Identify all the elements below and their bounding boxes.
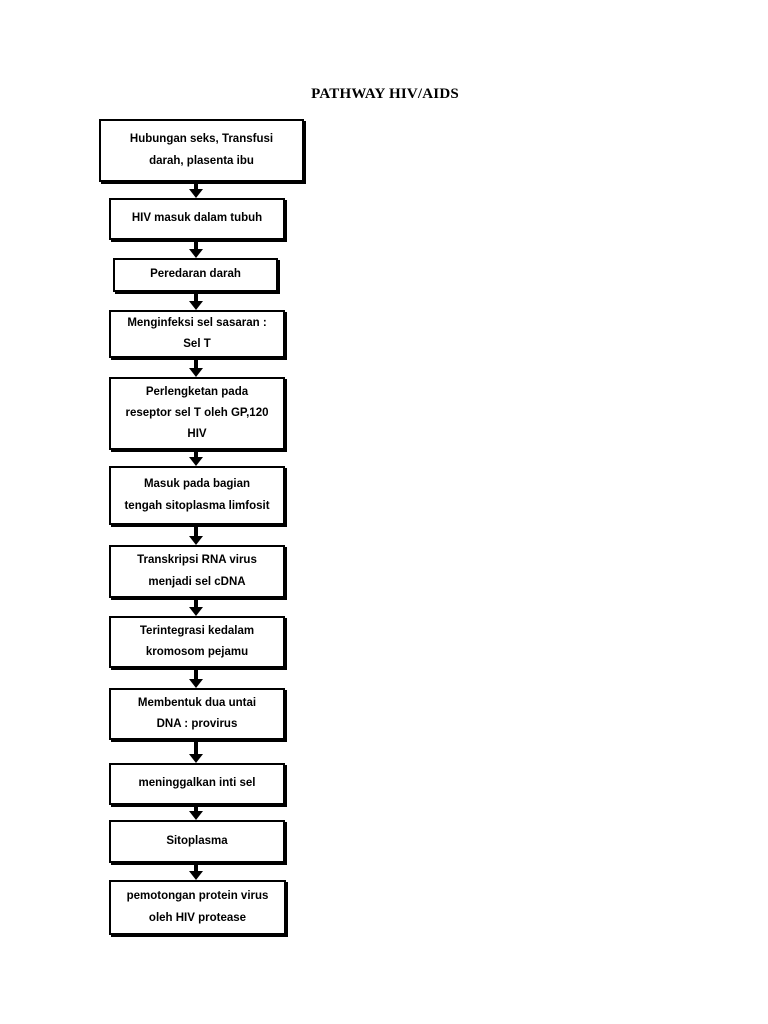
flow-node-9[interactable]: Membentuk dua untai DNA : provirus bbox=[109, 688, 285, 740]
flow-arrow-3-to-4 bbox=[189, 292, 203, 310]
flow-node-10[interactable]: meninggalkan inti sel bbox=[109, 763, 285, 805]
flow-node-5[interactable]: Perlengketan pada reseptor sel T oleh GP… bbox=[109, 377, 285, 450]
flow-node-6[interactable]: Masuk pada bagian tengah sitoplasma limf… bbox=[109, 466, 285, 525]
flow-arrow-9-to-10 bbox=[189, 740, 203, 763]
flow-arrow-2-to-3 bbox=[189, 240, 203, 258]
flow-node-12[interactable]: pemotongan protein virus oleh HIV protea… bbox=[109, 880, 286, 935]
flow-arrow-11-to-12 bbox=[189, 863, 203, 880]
flow-node-11[interactable]: Sitoplasma bbox=[109, 820, 285, 863]
flow-arrow-1-to-2 bbox=[189, 182, 203, 198]
flow-node-1[interactable]: Hubungan seks, Transfusi darah, plasenta… bbox=[99, 119, 304, 182]
flow-arrow-4-to-5 bbox=[189, 358, 203, 377]
flow-node-7[interactable]: Transkripsi RNA virus menjadi sel cDNA bbox=[109, 545, 285, 598]
flow-node-3[interactable]: Peredaran darah bbox=[113, 258, 278, 292]
flow-node-2[interactable]: HIV masuk dalam tubuh bbox=[109, 198, 285, 240]
flow-arrow-8-to-9 bbox=[189, 668, 203, 688]
flow-node-4[interactable]: Menginfeksi sel sasaran : Sel T bbox=[109, 310, 285, 358]
flow-arrow-6-to-7 bbox=[189, 525, 203, 545]
flow-arrow-7-to-8 bbox=[189, 598, 203, 616]
page-title: PATHWAY HIV/AIDS bbox=[311, 86, 459, 102]
flow-node-8[interactable]: Terintegrasi kedalam kromosom pejamu bbox=[109, 616, 285, 668]
flow-arrow-5-to-6 bbox=[189, 450, 203, 466]
flow-arrow-10-to-11 bbox=[189, 805, 203, 820]
